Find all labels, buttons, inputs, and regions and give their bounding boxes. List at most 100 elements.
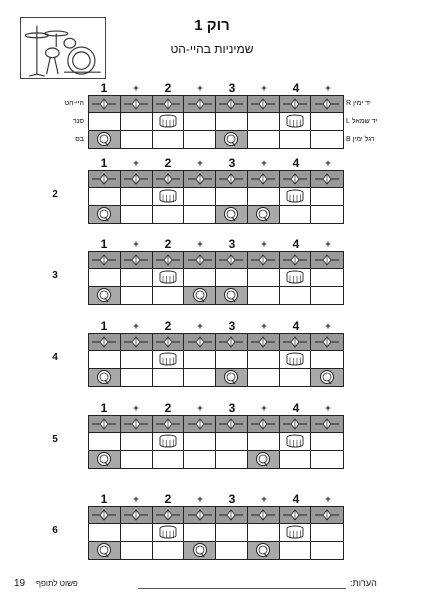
hihat-cell: [279, 507, 312, 525]
snare-icon: [159, 271, 177, 284]
snare-icon: [159, 115, 177, 128]
hihat-icon: [124, 98, 149, 110]
hihat-cell: [152, 171, 185, 189]
count-label: 3: [228, 492, 236, 506]
kick-cell: [247, 450, 280, 468]
count-label: +: [197, 239, 203, 249]
hihat-icon: [124, 509, 149, 521]
hihat-cell: [152, 96, 185, 114]
rhythm-grid: [88, 415, 344, 469]
hihat-cell: [120, 96, 153, 114]
hihat-cell: [311, 171, 343, 189]
kick-cell: [311, 541, 343, 559]
hihat-icon: [124, 336, 149, 348]
snare-cell: [279, 524, 312, 542]
snare-cell: [311, 351, 343, 369]
count-label: 3: [228, 401, 236, 415]
rhythm-grid: [88, 251, 344, 305]
snare-cell: [311, 113, 343, 131]
hihat-icon: [155, 173, 180, 185]
hihat-icon: [251, 336, 276, 348]
hihat-icon: [155, 509, 180, 521]
hihat-cell: [184, 252, 216, 270]
count-label: +: [325, 239, 331, 249]
hihat-cell: [120, 252, 153, 270]
limb-label: יד ימין R: [346, 100, 371, 107]
hihat-icon: [92, 173, 117, 185]
notes-label: הערות:: [350, 578, 377, 588]
snare-cell: [279, 433, 312, 451]
snare-cell: [184, 113, 216, 131]
count-label: 2: [164, 401, 172, 415]
kick-drum-icon: [97, 370, 112, 385]
count-label: +: [261, 494, 267, 504]
hihat-icon: [92, 336, 117, 348]
hihat-icon: [251, 173, 276, 185]
hihat-icon: [315, 336, 340, 348]
count-label: 2: [164, 237, 172, 251]
count-label: 2: [164, 81, 172, 95]
count-label: +: [133, 158, 139, 168]
kick-cell: [152, 286, 185, 304]
kick-drum-icon: [97, 207, 112, 222]
hihat-cell: [184, 96, 216, 114]
hihat-cell: [89, 252, 121, 270]
page-title: רוק 1: [194, 17, 230, 34]
snare-cell: [279, 351, 312, 369]
hihat-icon: [251, 418, 276, 430]
hihat-icon: [315, 98, 340, 110]
hihat-cell: [184, 507, 216, 525]
kick-drum-icon: [224, 288, 239, 303]
snare-cell: [120, 524, 153, 542]
kick-cell: [247, 205, 280, 223]
kick-cell: [152, 205, 185, 223]
hihat-cell: [216, 252, 248, 270]
snare-cell: [89, 433, 121, 451]
kick-cell: [120, 368, 153, 386]
hihat-cell: [152, 252, 185, 270]
instrument-label: בס: [75, 136, 84, 143]
count-label: +: [261, 83, 267, 93]
hihat-icon: [92, 509, 117, 521]
kick-cell: [89, 286, 121, 304]
hihat-cell: [247, 334, 280, 352]
hihat-cell: [89, 416, 121, 434]
hihat-icon: [251, 254, 276, 266]
kick-cell: [216, 130, 248, 148]
count-label: 1: [100, 401, 108, 415]
hihat-cell: [120, 171, 153, 189]
count-label: +: [133, 403, 139, 413]
snare-cell: [152, 351, 185, 369]
kick-cell: [120, 286, 153, 304]
count-row: 1+2+3+4+: [88, 81, 344, 95]
snare-cell: [120, 351, 153, 369]
hihat-icon: [315, 418, 340, 430]
hihat-icon: [315, 509, 340, 521]
hihat-cell: [247, 252, 280, 270]
count-row: 1+2+3+4+: [88, 401, 344, 415]
kick-cell: [279, 130, 312, 148]
snare-cell: [152, 524, 185, 542]
kick-cell: [89, 205, 121, 223]
snare-cell: [216, 524, 248, 542]
hihat-cell: [216, 96, 248, 114]
count-label: +: [261, 158, 267, 168]
snare-cell: [216, 269, 248, 287]
snare-cell: [247, 269, 280, 287]
hihat-icon: [155, 418, 180, 430]
count-row: 1+2+3+4+: [88, 492, 344, 506]
hihat-cell: [247, 96, 280, 114]
exercise-number: 5: [52, 434, 58, 445]
hihat-icon: [219, 509, 244, 521]
page-subtitle: שמיניות בהיי-הט: [170, 42, 254, 56]
rhythm-grid: [88, 506, 344, 560]
snare-cell: [247, 433, 280, 451]
hihat-icon: [219, 336, 244, 348]
count-label: +: [325, 494, 331, 504]
hihat-icon: [251, 98, 276, 110]
count-label: +: [197, 403, 203, 413]
kick-cell: [216, 541, 248, 559]
hihat-icon: [251, 509, 276, 521]
hihat-icon: [315, 173, 340, 185]
kick-cell: [247, 130, 280, 148]
